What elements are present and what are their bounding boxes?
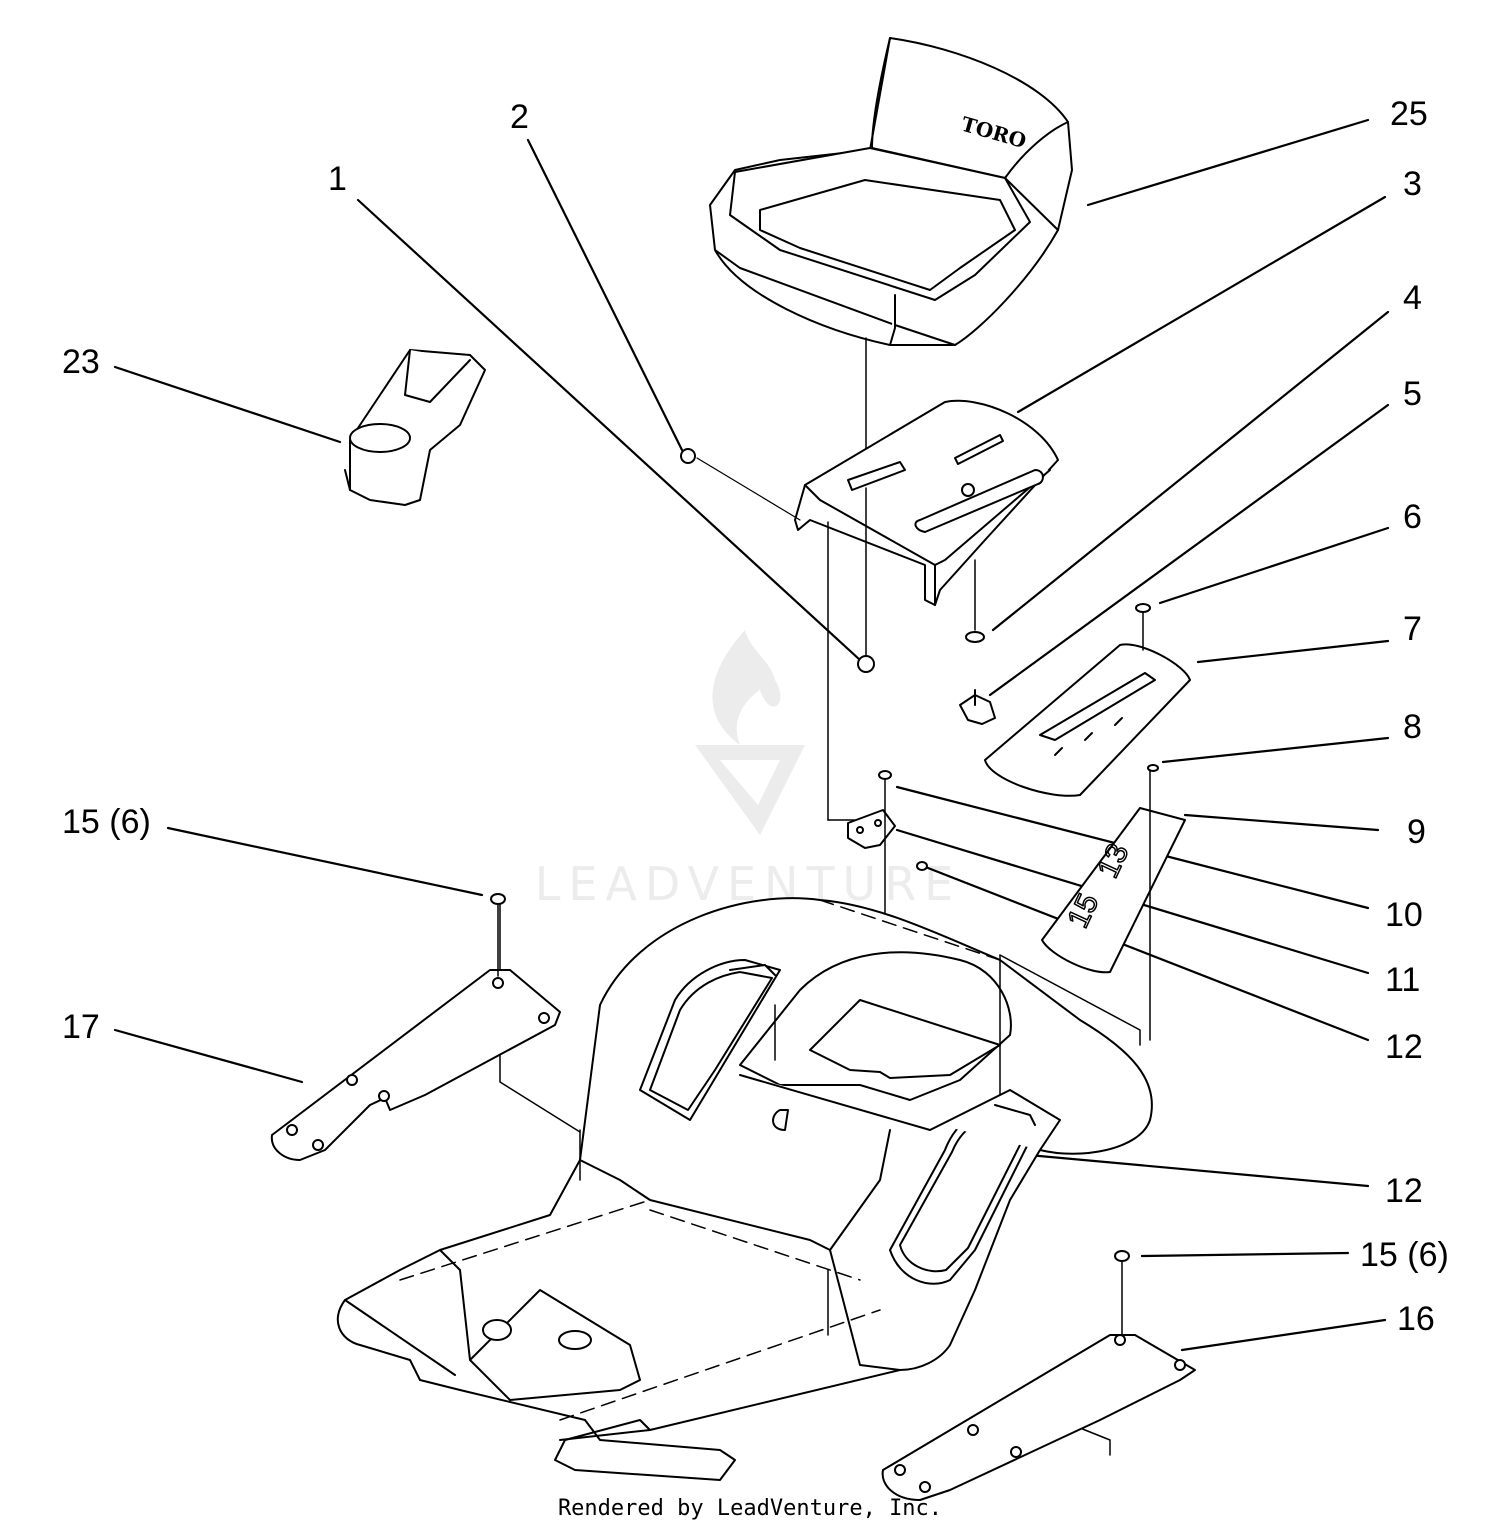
adjust-decal: 13 15 [1041, 807, 1186, 974]
callout-6: 6 [1403, 498, 1422, 536]
fender-frame [336, 897, 1153, 1481]
watermark-text: LEADVENTURE [535, 857, 962, 911]
callout-23: 23 [62, 343, 100, 381]
watermark-logo [695, 630, 805, 835]
callout-4: 4 [1403, 279, 1422, 317]
callout-2: 2 [510, 98, 529, 136]
callout-15-left: 15 (6) [62, 803, 151, 841]
frame-construction-lines [499, 904, 1141, 1456]
cup-holder [344, 349, 486, 506]
callout-15-right: 15 (6) [1360, 1236, 1449, 1274]
callout-17: 17 [62, 1008, 100, 1046]
callout-16: 16 [1397, 1300, 1435, 1338]
seat: TORO [709, 37, 1073, 346]
seat-bracket [847, 809, 896, 849]
slide-plate [984, 643, 1191, 797]
render-credit: Rendered by LeadVenture, Inc. [557, 1496, 943, 1521]
seat-mount-plate [794, 399, 1059, 606]
callout-8: 8 [1403, 708, 1422, 746]
callout-3: 3 [1403, 165, 1422, 203]
hardware [490, 448, 1159, 1262]
callout-9: 9 [1407, 813, 1426, 851]
callout-12-upper: 12 [1385, 1028, 1423, 1066]
callout-1: 1 [328, 160, 347, 198]
callout-11: 11 [1385, 961, 1421, 999]
callout-7: 7 [1403, 610, 1422, 648]
right-cover-plate [881, 1334, 1196, 1501]
callout-10: 10 [1385, 896, 1423, 934]
callout-5: 5 [1403, 375, 1422, 413]
callout-25: 25 [1390, 95, 1428, 133]
frame-hidden-lines [399, 899, 1001, 1421]
left-cover-plate [270, 969, 561, 1161]
callout-12-lower: 12 [1385, 1172, 1423, 1210]
